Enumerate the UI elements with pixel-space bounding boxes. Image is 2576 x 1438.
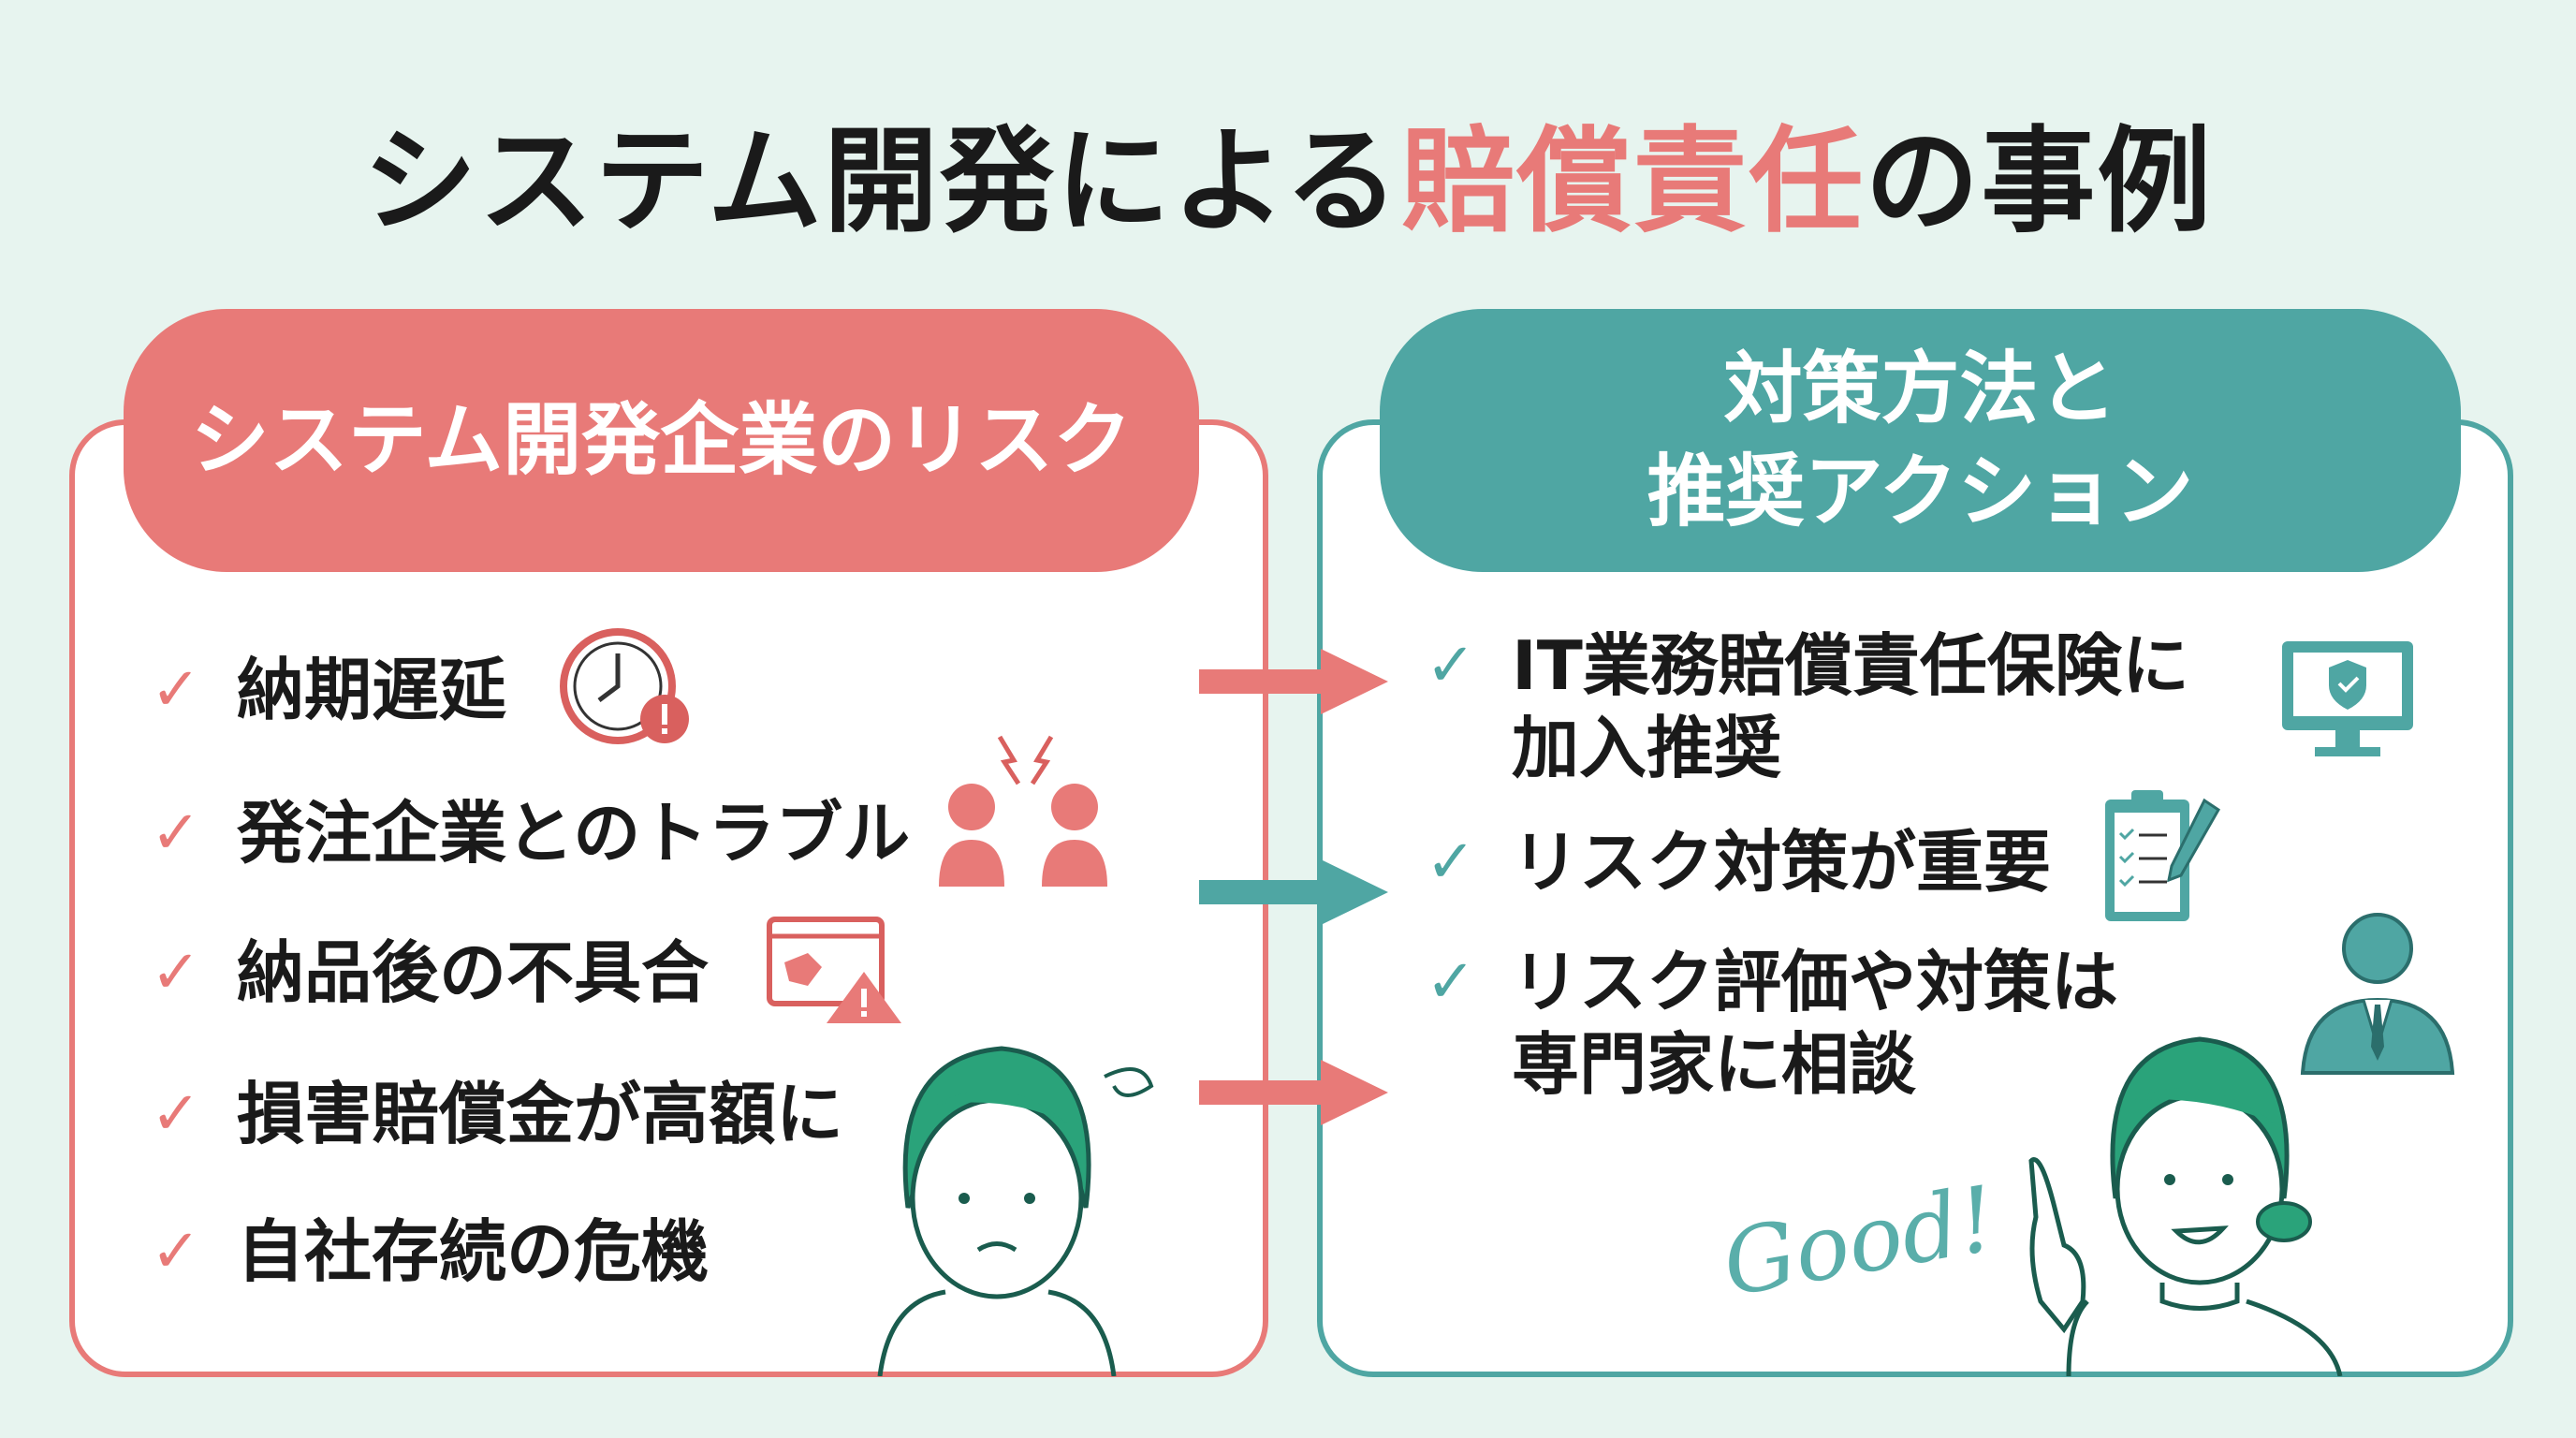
risk-item-label: 自社存続の危機 [237,1212,710,1291]
check-icon: ✓ [151,1217,201,1286]
action-line2: 専門家に相談 [1512,1025,1917,1104]
clipboard-checklist-icon [2105,790,2220,921]
action-item: ✓ リスク対策が重要 [1426,821,2051,903]
risk-item: ✓ 損害賠償金が高額に [151,1073,843,1155]
risk-item: ✓ 発注企業とのトラブル [151,792,910,874]
arrow-right-icon [1199,1060,1388,1125]
check-icon: ✓ [151,938,201,1007]
check-icon: ✓ [1426,947,1476,1017]
risk-item: ✓ 自社存続の危機 [151,1211,709,1293]
risk-item-label: 納期遅延 [237,651,507,729]
check-icon: ✓ [151,799,201,868]
countermeasure-header-line2: 推奨アクション [1647,445,2194,537]
risk-header-text: システム開発企業のリスク [190,393,1133,486]
pointing-woman-illustration [2028,1036,2343,1376]
countermeasure-panel-header: 対策方法と推奨アクション [1380,309,2461,572]
action-line1: リスク評価や対策は [1512,943,2119,1021]
risk-item: ✓ 納品後の不具合 [151,932,709,1014]
page-title: システム開発による賠償責任の事例 [0,89,2576,255]
consultant-icon [2300,913,2455,1075]
countermeasure-panel [1317,419,2513,1377]
action-item: ✓ リスク評価や対策は専門家に相談 [1426,941,2118,1106]
browser-warning-icon [767,917,901,1023]
arrow-right-icon [1199,859,1388,925]
monitor-shield-icon [2282,641,2413,756]
risk-item-label: 損害賠償金が高額に [237,1075,844,1153]
risk-item-label: 発注企業とのトラブル [237,794,911,873]
risk-panel-header: システム開発企業のリスク [124,309,1199,572]
action-line1: IT業務賠償責任保険に [1512,626,2189,705]
countermeasure-header-line1: 対策方法と [1723,343,2117,435]
title-prefix: システム開発による [362,115,1401,248]
conflict-people-icon [939,735,1107,887]
title-suffix: の事例 [1865,115,2214,248]
risk-item-label: 納品後の不具合 [237,933,710,1012]
check-icon: ✓ [1426,631,1476,700]
arrow-right-icon [1199,649,1388,714]
action-item-label: リスク対策が重要 [1512,823,2052,902]
action-item: ✓ IT業務賠償責任保険に加入推奨 [1426,624,2189,789]
action-item-label: IT業務賠償責任保険に加入推奨 [1512,624,2189,789]
check-icon: ✓ [151,655,201,725]
clock-alert-icon [560,628,689,744]
action-item-label: リスク評価や対策は専門家に相談 [1512,941,2118,1106]
check-icon: ✓ [1426,828,1476,897]
worried-woman-illustration [877,1046,1154,1376]
action-line2: 加入推奨 [1512,709,1782,787]
check-icon: ✓ [151,1079,201,1149]
title-highlight: 賠償責任 [1400,115,1866,248]
risk-item: ✓ 納期遅延 [151,649,506,731]
